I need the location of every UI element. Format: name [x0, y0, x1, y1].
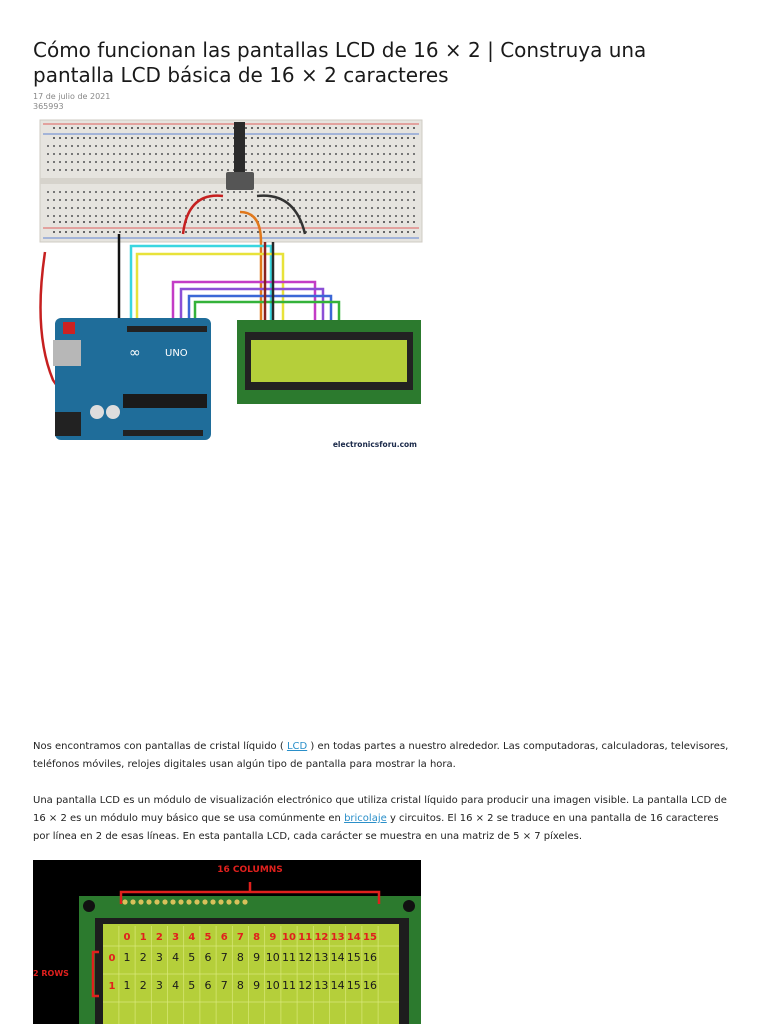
lcd-cell-number: 7	[221, 979, 228, 992]
paragraph-intro: Nos encontramos con pantallas de cristal…	[33, 738, 738, 774]
lcd-cell-number: 1	[124, 979, 131, 992]
lcd-cell-number: 10	[266, 979, 280, 992]
columns-label: 16 COLUMNS	[217, 865, 283, 875]
rows-label: 2 ROWS	[33, 969, 69, 978]
column-index-label: 14	[347, 932, 361, 943]
lcd-cell-number: 15	[347, 979, 361, 992]
lcd-cell-number: 11	[282, 951, 296, 964]
lcd-cell-number: 11	[282, 979, 296, 992]
column-index-label: 9	[269, 932, 276, 943]
paragraph-text: y circuitos. El 16 × 2 se traduce en una…	[33, 813, 719, 842]
lcd-cell-number: 16	[363, 951, 377, 964]
row-index-label: 0	[109, 953, 116, 964]
lcd-cell-number: 3	[156, 951, 163, 964]
lcd-cell-number: 7	[221, 951, 228, 964]
column-index-label: 12	[314, 932, 328, 943]
column-index-label: 0	[124, 932, 131, 943]
wires	[39, 194, 341, 434]
lcd-cell-number: 5	[188, 951, 195, 964]
article-title: Cómo funcionan las pantallas LCD de 16 ×…	[33, 38, 647, 87]
paragraph-text: Nos encontramos con pantallas de cristal…	[33, 741, 287, 752]
lcd-cell-number: 1	[124, 951, 131, 964]
lcd-cell-number: 12	[298, 951, 312, 964]
wiring-diagram-image: UNO ∞ electronicsforu.com	[39, 119, 423, 449]
article-meta: 17 de julio de 2021 365993	[33, 92, 110, 112]
lcd-cell-number: 13	[314, 951, 328, 964]
column-index-label: 10	[282, 932, 296, 943]
lcd-cell-number: 8	[237, 979, 244, 992]
paragraph-definition: Una pantalla LCD es un módulo de visuali…	[33, 792, 738, 846]
paragraph-text: ) en todas partes a nuestro alrededor. L…	[33, 741, 729, 770]
row-index-label: 1	[109, 981, 116, 992]
lcd-module	[237, 320, 421, 404]
board-label: UNO	[165, 348, 188, 359]
column-index-label: 1	[140, 932, 147, 943]
lcd-cell-number: 14	[331, 951, 345, 964]
bricolaje-link[interactable]: bricolaje	[344, 813, 387, 824]
lcd-cell-number: 16	[363, 979, 377, 992]
column-index-label: 13	[331, 932, 345, 943]
lcd-cell-number: 3	[156, 979, 163, 992]
lcd-link[interactable]: LCD	[286, 741, 308, 752]
potentiometer	[226, 122, 254, 190]
column-index-label: 8	[253, 932, 260, 943]
column-index-label: 11	[298, 932, 312, 943]
lcd-cell-number: 2	[140, 951, 147, 964]
lcd-cell-number: 8	[237, 951, 244, 964]
column-index-label: 3	[172, 932, 179, 943]
lcd-cell-number: 9	[253, 951, 260, 964]
lcd-cell-number: 13	[314, 979, 328, 992]
column-index-label: 6	[221, 932, 228, 943]
lcd-cell-number: 15	[347, 951, 361, 964]
watermark-text: electronicsforu.com	[333, 440, 417, 449]
lcd-cell-number: 5	[188, 979, 195, 992]
column-index-label: 2	[156, 932, 163, 943]
lcd-cell-number: 9	[253, 979, 260, 992]
lcd-cell-number: 4	[172, 979, 179, 992]
lcd-cell-number: 10	[266, 951, 280, 964]
column-index-label: 5	[205, 932, 212, 943]
lcd-cell-number: 6	[205, 979, 212, 992]
column-index-label: 7	[237, 932, 244, 943]
article-id: 365993	[33, 102, 64, 111]
svg-text:∞: ∞	[129, 345, 141, 361]
lcd-cell-number: 4	[172, 951, 179, 964]
column-index-label: 4	[188, 932, 195, 943]
lcd-cell-number: 12	[298, 979, 312, 992]
article-date: 17 de julio de 2021	[33, 92, 111, 101]
column-index-label: 15	[363, 932, 377, 943]
lcd-cell-number: 6	[205, 951, 212, 964]
lcd-cell-number: 14	[331, 979, 345, 992]
paragraph-text: Una pantalla LCD es un módulo de visuali…	[33, 795, 727, 824]
arduino-board: UNO ∞	[53, 318, 211, 440]
lcd-cell-number: 2	[140, 979, 147, 992]
